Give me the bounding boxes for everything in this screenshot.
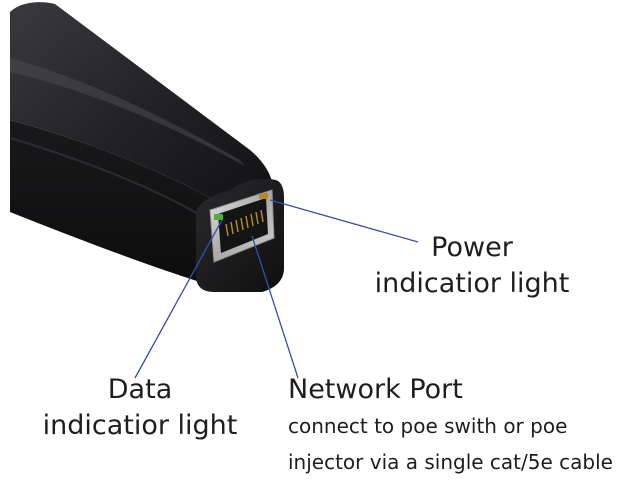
device-side-face bbox=[10, 120, 230, 285]
network-leader-line bbox=[251, 235, 299, 379]
power-label: Power indicatior light bbox=[372, 230, 572, 302]
device-top-highlight bbox=[10, 58, 245, 166]
power-label-line2: indicatior light bbox=[374, 268, 570, 299]
power-leader-line bbox=[269, 199, 419, 243]
rj45-port bbox=[209, 189, 275, 263]
power-led bbox=[259, 193, 268, 199]
data-label-line1: Data bbox=[107, 374, 173, 405]
data-label-line2: indicatior light bbox=[42, 410, 238, 441]
network-port-desc-line1: connect to poe swith or poe bbox=[288, 414, 568, 438]
power-label-line1: Power bbox=[431, 232, 513, 263]
data-led bbox=[214, 214, 223, 220]
data-leader-line bbox=[134, 219, 223, 379]
device-top-face bbox=[10, 2, 272, 210]
network-port-desc-line2: injector via a single cat/5e cable bbox=[288, 450, 613, 474]
data-label: Data indicatior light bbox=[40, 372, 240, 444]
network-port-title: Network Port bbox=[288, 374, 463, 405]
